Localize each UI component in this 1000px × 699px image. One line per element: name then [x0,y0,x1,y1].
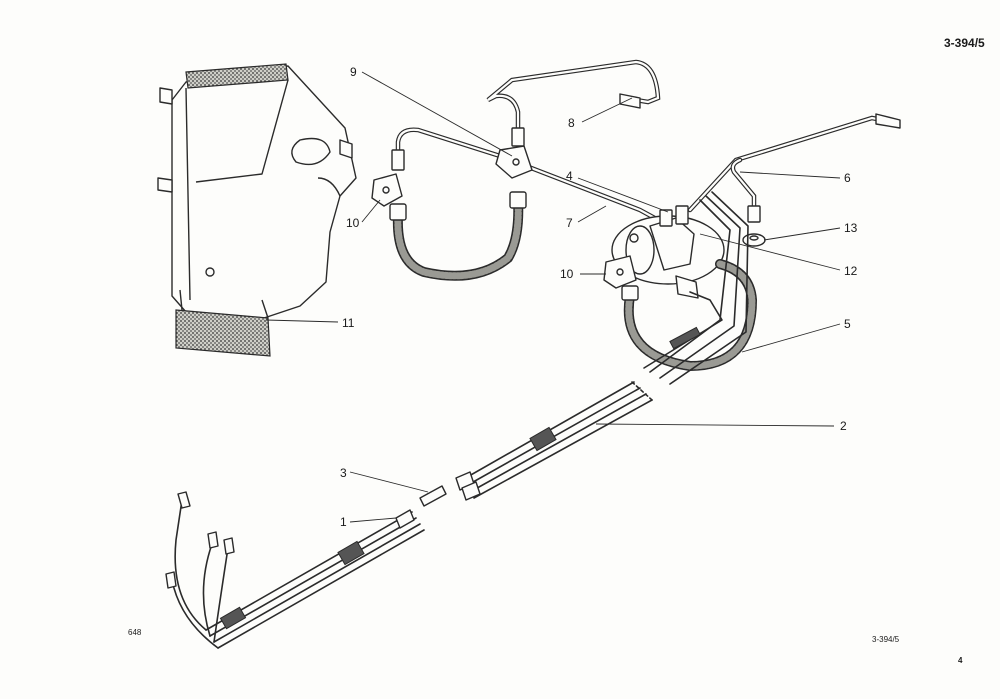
sheet-reference: 3-394/5 [944,36,985,50]
bracket-part-9 [495,145,533,179]
valve-assembly [611,205,725,299]
callout-5: 5 [844,317,851,331]
rigid-pipe-part-8 [486,59,661,147]
callout-labels: 9 8 4 7 10 6 13 12 10 5 11 2 3 1 [340,65,858,529]
heat-shield-part-11 [157,63,357,357]
callout-4: 4 [566,169,573,183]
callout-6: 6 [844,171,851,185]
bottom-reference: 3-394/5 [872,635,900,644]
callout-7: 7 [566,216,573,230]
callout-2: 2 [840,419,847,433]
figure-code: 648 [128,628,142,637]
callout-3: 3 [340,466,347,480]
nut-part-13 [742,233,766,247]
pipe-bundle-part-5 [643,191,749,385]
flexible-hose-left [389,191,527,281]
callout-9: 9 [350,65,357,79]
pipe-bundle-part-2 [455,381,653,501]
callout-10-right: 10 [560,267,574,281]
callout-12: 12 [844,264,858,278]
page-number: 4 [958,656,963,665]
callout-10-left: 10 [346,216,360,230]
bracket-part-10-left [371,173,403,207]
bracket-part-10-right [603,255,637,289]
callout-1: 1 [340,515,347,529]
connector-sleeve-part-3 [419,485,447,507]
callout-11: 11 [342,316,355,330]
callout-8: 8 [568,116,575,130]
rigid-pipe-part-7 [391,127,665,225]
callout-leaders [265,71,841,523]
callout-13: 13 [844,221,858,235]
rigid-pipe-part-6 [687,113,901,223]
pipe-bundle-part-1 [165,491,425,649]
